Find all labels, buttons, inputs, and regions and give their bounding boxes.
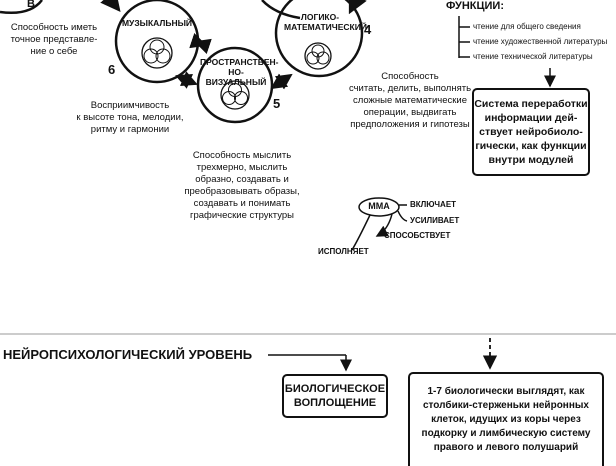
neuro-description-box: 1-7 биологически выглядят, как столбики-… xyxy=(408,372,604,466)
function-item: чтение художественной литературы xyxy=(473,37,608,46)
functions-title: ФУНКЦИИ: xyxy=(446,0,504,12)
mma-label: ММА xyxy=(368,201,390,211)
spatial-number: 5 xyxy=(273,96,281,111)
logical-label: ЛОГИКО- МАТЕМАТИЧЕСКИЙ xyxy=(284,12,367,32)
legend-item: УСИЛИВАЕТ xyxy=(410,216,460,225)
logical-description: Способность считать, делить, выполнять с… xyxy=(348,71,472,130)
spatial-circle xyxy=(196,46,274,124)
function-item: чтение для общего сведения xyxy=(473,22,581,31)
spatial-label: ПРОСТРАНСТВЕН- НО-ВИЗУАЛЬНЫЙ xyxy=(200,57,279,87)
logical-number: 4 xyxy=(364,22,372,37)
musical-description: Восприимчивость к высоте тона, мелодии, … xyxy=(76,100,184,135)
corner-letter: В xyxy=(27,0,35,10)
legend-item: СПОСОБСТВУЕТ xyxy=(384,231,451,240)
legend-item: ВКЛЮЧАЕТ xyxy=(410,200,457,209)
musical-label: МУЗЫКАЛЬНЫЙ xyxy=(121,18,193,28)
musical-number: 6 xyxy=(108,62,116,77)
self-knowledge-text: Способность иметь точное представле- ние… xyxy=(10,22,98,57)
logical-circle xyxy=(274,0,364,78)
system-box: Система переработки информации дей- ству… xyxy=(472,88,590,176)
musical-circle xyxy=(114,0,200,84)
legend-item: ИСПОЛНЯЕТ xyxy=(318,247,369,256)
neuro-level-heading: НЕЙРОПСИХОЛОГИЧЕСКИЙ УРОВЕНЬ xyxy=(3,347,253,362)
bio-embodiment-box: БИОЛОГИЧЕСКОЕ ВОПЛОЩЕНИЕ xyxy=(282,374,388,418)
spatial-description: Способность мыслить трехмерно, мыслить о… xyxy=(184,150,300,221)
function-item: чтение технической литературы xyxy=(473,52,593,61)
